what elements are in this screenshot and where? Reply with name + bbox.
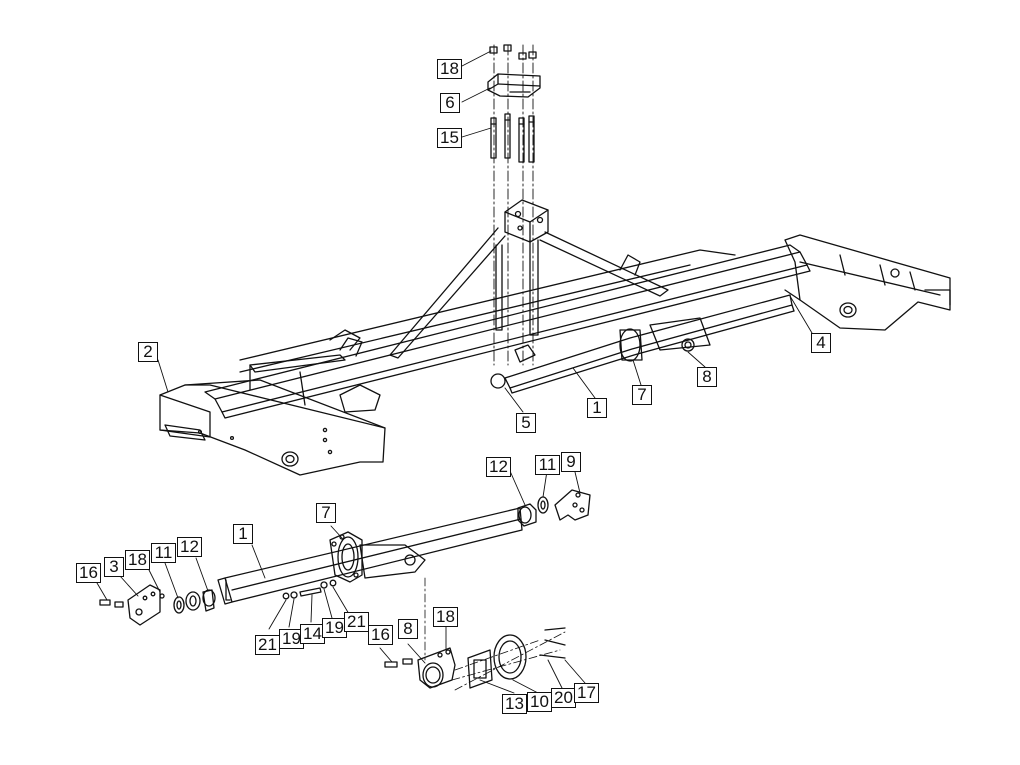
bolt-center-lines (493, 44, 534, 366)
callout-11-left: 11 (151, 543, 176, 563)
callout-18-bottom: 18 (433, 607, 458, 627)
u-bolts-15 (490, 113, 535, 163)
callout-11-right: 11 (535, 455, 560, 475)
top-nuts (489, 44, 537, 60)
callout-10: 10 (527, 692, 552, 712)
callout-15: 15 (437, 128, 462, 148)
callout-18-left: 18 (125, 550, 150, 570)
callout-6: 6 (440, 93, 460, 113)
callout-8-top: 8 (697, 367, 717, 387)
callout-21-a: 21 (255, 635, 280, 655)
callout-18-top: 18 (437, 59, 462, 79)
callout-19-a: 19 (279, 629, 304, 649)
clamp-plate-6 (487, 73, 541, 98)
callout-21-b: 21 (344, 612, 369, 632)
callout-1-mid: 1 (233, 524, 253, 544)
callout-4: 4 (811, 333, 831, 353)
callout-1-top: 1 (587, 398, 607, 418)
callout-5: 5 (516, 413, 536, 433)
callout-7-top: 7 (632, 385, 652, 405)
callout-13: 13 (502, 694, 527, 714)
main-frame (159, 199, 951, 476)
callout-16-left: 16 (76, 563, 101, 583)
callout-16-bottom: 16 (368, 625, 393, 645)
callout-8-bottom: 8 (398, 619, 418, 639)
callout-7-mid: 7 (316, 503, 336, 523)
callout-12-left: 12 (177, 537, 202, 557)
leader-lines (96, 50, 813, 694)
callout-17: 17 (574, 683, 599, 703)
exploded-lower-assembly (99, 489, 591, 691)
callout-20: 20 (551, 688, 576, 708)
callout-3: 3 (104, 557, 124, 577)
callout-12-right: 12 (486, 457, 511, 477)
callout-2: 2 (138, 342, 158, 362)
callout-9: 9 (561, 452, 581, 472)
